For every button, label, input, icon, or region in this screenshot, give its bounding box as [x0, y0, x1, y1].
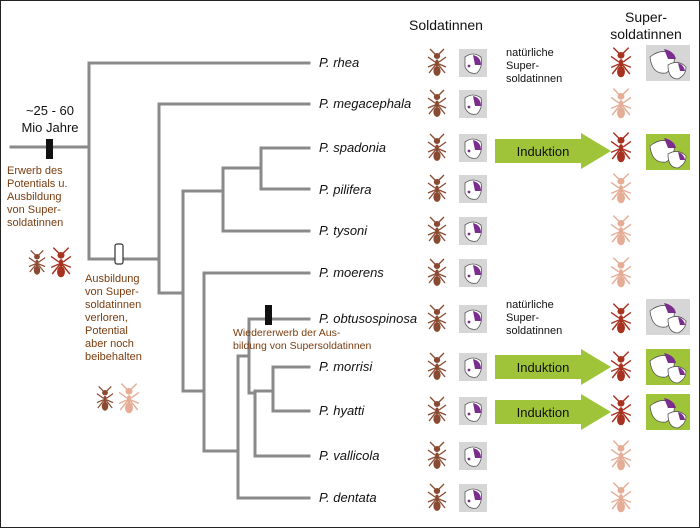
- supersoldiers-header: Super- soldatinnen: [610, 9, 682, 42]
- induction-arrow: Induktion: [495, 349, 615, 385]
- worker-ant-icon: [96, 385, 114, 411]
- gain-event-marker: [46, 139, 53, 159]
- soldier-ant-icon: [427, 352, 447, 380]
- supersoldier-ant-icon: [610, 482, 632, 513]
- soldier-head-tile: [459, 397, 487, 425]
- supersoldier-head-tile: [646, 394, 690, 430]
- gain-note: Erwerb des Potentials u. Ausbildung von …: [7, 165, 68, 229]
- species-label: P. dentata: [319, 490, 377, 505]
- supersoldier-ant-icon: [610, 173, 632, 204]
- induction-arrow: Induktion: [495, 394, 615, 430]
- supersoldier-ant-icon: [610, 351, 632, 382]
- species-label: P. morrisi: [319, 359, 373, 374]
- time-label: ~25 - 60 Mio Jahre: [21, 103, 79, 135]
- supersoldier-ant-icon: [610, 395, 632, 426]
- soldier-head-tile: [459, 353, 487, 381]
- regain-event-marker: [265, 305, 272, 325]
- species-label: P. hyatti: [319, 403, 365, 418]
- soldier-head-tile: [459, 305, 487, 333]
- supersoldier-ant-icon: [118, 383, 140, 414]
- soldier-ant-icon: [427, 133, 447, 161]
- supersoldier-ant-icon: [610, 132, 632, 163]
- supersoldier-ant-icon: [610, 440, 632, 471]
- induction-label: Induktion: [516, 359, 570, 375]
- species-label: P. vallicola: [319, 448, 380, 463]
- soldier-head-tile: [459, 442, 487, 470]
- supersoldier-ant-icon: [610, 257, 632, 288]
- soldier-head-tile: [459, 175, 487, 203]
- loss-note: Ausbildung von Super- soldatinnen verlor…: [85, 273, 142, 363]
- supersoldier-head-tile: [646, 45, 690, 81]
- supersoldier-ant-icon: [610, 88, 632, 119]
- soldier-ant-icon: [427, 48, 447, 76]
- soldier-head-tile: [459, 259, 487, 287]
- soldier-head-tile: [459, 134, 487, 162]
- soldier-head-tile: [459, 217, 487, 245]
- soldier-ant-icon: [427, 483, 447, 511]
- soldier-head-tile: [459, 484, 487, 512]
- induction-arrow: Induktion: [495, 133, 615, 169]
- supersoldier-head-tile: [646, 299, 690, 335]
- soldier-ant-icon: [427, 304, 447, 332]
- species-label: P. rhea: [319, 55, 360, 70]
- soldier-ant-icon: [427, 441, 447, 469]
- supersoldier-ant-icon: [610, 47, 632, 78]
- supersoldier-ant-icon: [50, 247, 72, 278]
- species-label: P. obtusospinosa: [319, 311, 418, 326]
- soldier-ant-icon: [427, 396, 447, 424]
- species-label: P. tysoni: [319, 223, 368, 238]
- soldier-ant-icon: [427, 174, 447, 202]
- supersoldier-head-tile: [646, 134, 690, 170]
- soldiers-header: Soldatinnen: [409, 17, 483, 33]
- natural-supersoldiers-note: natürliche Super- soldatinnen: [506, 299, 563, 337]
- soldier-head-tile: [459, 90, 487, 118]
- worker-ant-icon: [28, 249, 46, 275]
- species-label: P. pilifera: [319, 182, 372, 197]
- soldier-ant-icon: [427, 89, 447, 117]
- regain-note: Wiedererwerb der Aus- bildung von Supers…: [233, 327, 372, 352]
- soldier-ant-icon: [427, 258, 447, 286]
- supersoldier-head-tile: [646, 349, 690, 385]
- supersoldier-ant-icon: [610, 215, 632, 246]
- species-label: P. spadonia: [319, 140, 386, 155]
- natural-supersoldiers-note: natürliche Super- soldatinnen: [506, 47, 563, 85]
- soldier-head-tile: [459, 49, 487, 77]
- soldier-ant-icon: [427, 216, 447, 244]
- supersoldier-ant-icon: [610, 303, 632, 334]
- induction-label: Induktion: [516, 404, 570, 420]
- species-label: P. megacephala: [319, 96, 412, 111]
- loss-event-marker: [114, 243, 124, 265]
- induction-label: Induktion: [516, 143, 570, 159]
- species-label: P. moerens: [319, 265, 384, 280]
